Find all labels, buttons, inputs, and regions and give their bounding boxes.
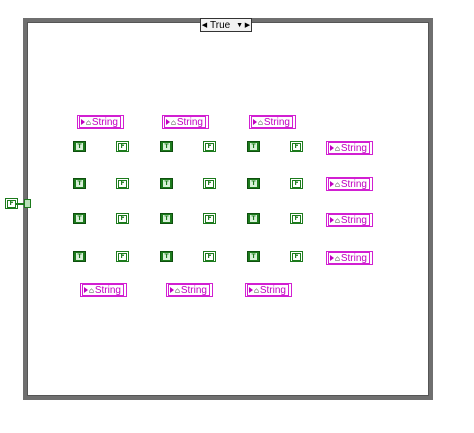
bool-true-constant[interactable]: T — [160, 141, 173, 152]
bool-false-constant[interactable]: F — [290, 178, 303, 189]
input-tunnel[interactable] — [24, 199, 31, 208]
home-icon: ⌂ — [335, 143, 340, 153]
bool-false-constant[interactable]: F — [290, 213, 303, 224]
home-icon: ⌂ — [258, 117, 263, 127]
home-icon: ⌂ — [175, 285, 180, 295]
bool-true-constant[interactable]: T — [73, 251, 86, 262]
home-icon: ⌂ — [335, 253, 340, 263]
home-icon: ⌂ — [86, 117, 91, 127]
string-indicator[interactable]: ⌂String — [326, 141, 373, 155]
bool-true-constant[interactable]: T — [247, 178, 260, 189]
string-indicator[interactable]: ⌂String — [166, 283, 213, 297]
dropdown-arrow-icon[interactable]: ▼ — [236, 21, 243, 29]
bool-true-constant[interactable]: T — [160, 251, 173, 262]
bool-false-constant[interactable]: F — [290, 251, 303, 262]
string-indicator[interactable]: ⌂String — [77, 115, 124, 129]
bool-false-constant[interactable]: F — [116, 213, 129, 224]
home-icon: ⌂ — [89, 285, 94, 295]
home-icon: ⌂ — [171, 117, 176, 127]
string-indicator[interactable]: ⌂String — [245, 283, 292, 297]
boolean-wire[interactable] — [15, 203, 25, 205]
string-indicator[interactable]: ⌂String — [326, 177, 373, 191]
string-indicator[interactable]: ⌂String — [80, 283, 127, 297]
bool-false-constant[interactable]: F — [203, 251, 216, 262]
bool-false-constant[interactable]: F — [116, 178, 129, 189]
bool-true-constant[interactable]: T — [247, 141, 260, 152]
bool-false-constant[interactable]: F — [203, 141, 216, 152]
bool-true-constant[interactable]: T — [160, 178, 173, 189]
bool-false-constant[interactable]: F — [203, 213, 216, 224]
string-indicator[interactable]: ⌂String — [162, 115, 209, 129]
increment-arrow-icon[interactable]: ▶ — [244, 21, 251, 29]
bool-true-constant[interactable]: T — [73, 178, 86, 189]
bool-true-constant[interactable]: T — [247, 213, 260, 224]
string-indicator[interactable]: ⌂String — [326, 213, 373, 227]
bool-false-constant[interactable]: F — [116, 141, 129, 152]
bool-false-constant[interactable]: F — [203, 178, 216, 189]
bool-false-constant[interactable]: F — [116, 251, 129, 262]
bool-true-constant[interactable]: T — [73, 213, 86, 224]
bool-false-constant[interactable]: F — [290, 141, 303, 152]
string-indicator[interactable]: ⌂String — [249, 115, 296, 129]
bool-true-constant[interactable]: T — [247, 251, 260, 262]
bool-true-constant[interactable]: T — [160, 213, 173, 224]
case-structure-diagram[interactable] — [27, 22, 429, 396]
case-selector[interactable]: ◀ True ▼ ▶ — [200, 18, 252, 32]
home-icon: ⌂ — [254, 285, 259, 295]
home-icon: ⌂ — [335, 179, 340, 189]
case-selector-label: True — [210, 19, 231, 31]
string-indicator[interactable]: ⌂String — [326, 251, 373, 265]
home-icon: ⌂ — [335, 215, 340, 225]
bool-true-constant[interactable]: T — [73, 141, 86, 152]
decrement-arrow-icon[interactable]: ◀ — [201, 21, 208, 29]
